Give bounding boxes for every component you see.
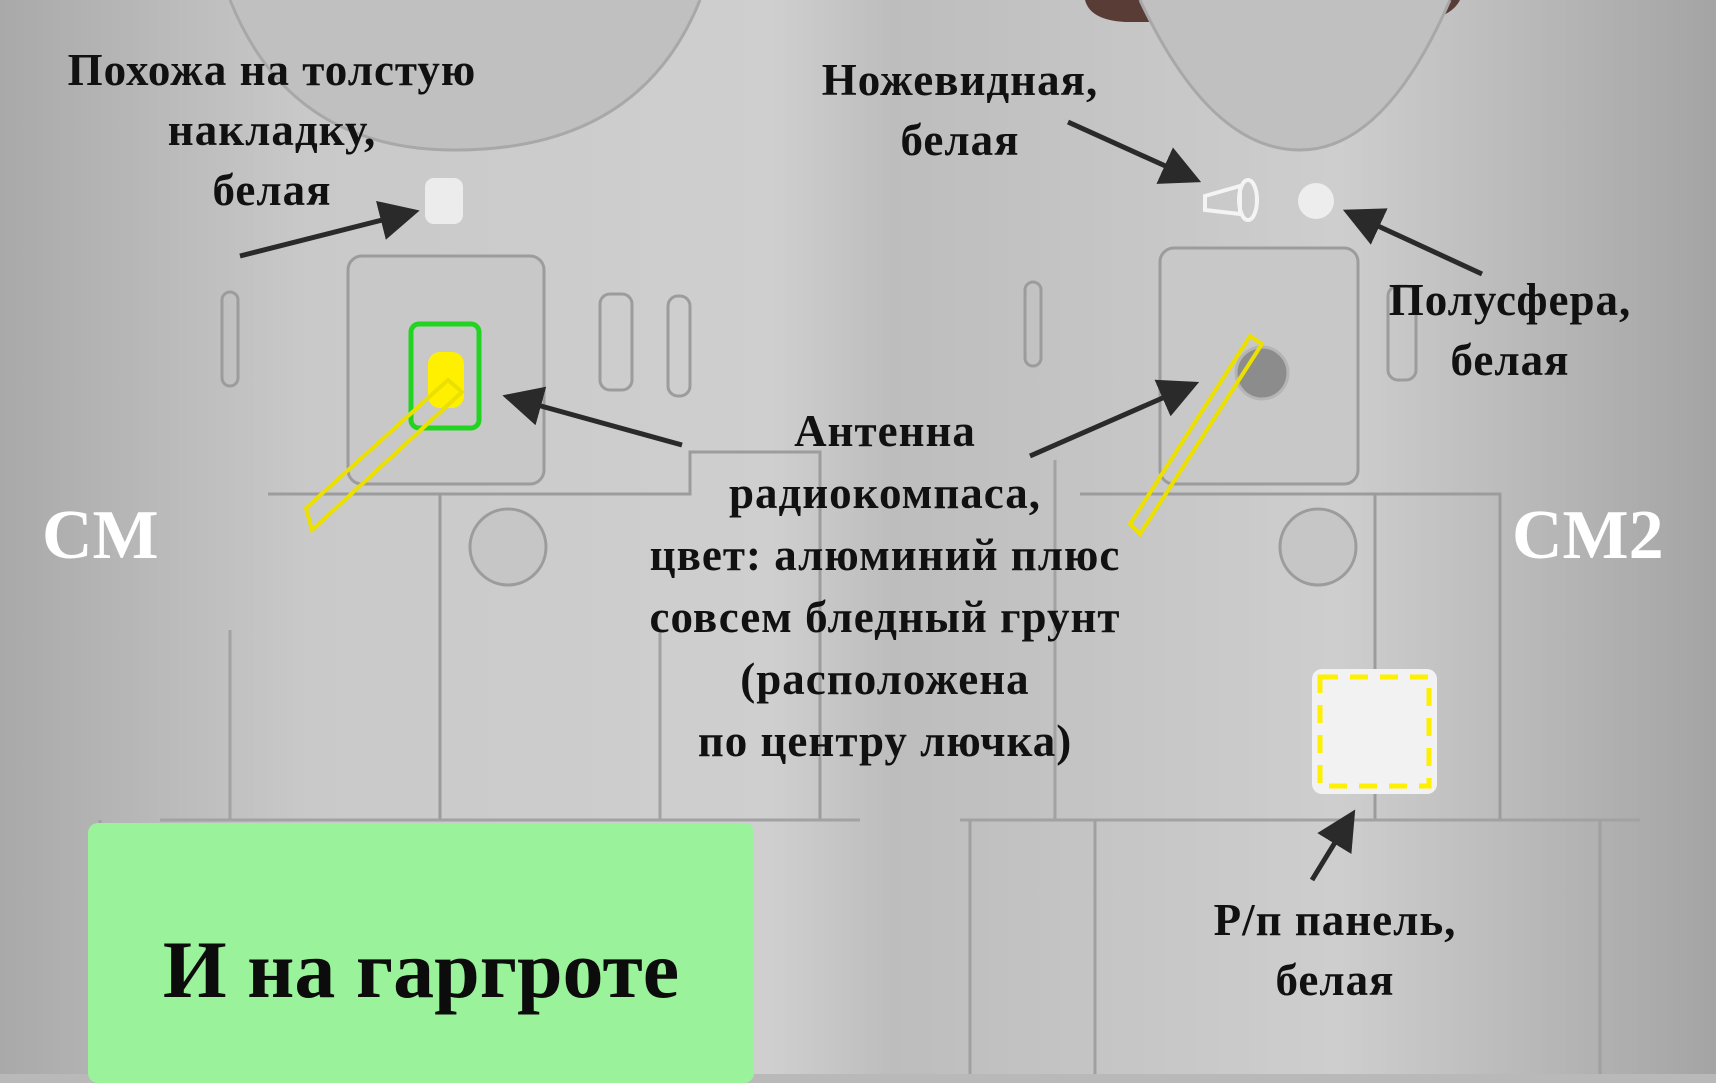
- rp-panel-part: [1312, 669, 1437, 794]
- label-hemisphere-line-1: Полусфера,: [1340, 270, 1680, 330]
- hemisphere-part: [1298, 183, 1334, 219]
- label-rp-panel-line-1: Р/п панель,: [1170, 890, 1500, 950]
- label-thick-overlay-line-3: белая: [22, 160, 522, 220]
- right-round-port: [1280, 509, 1356, 585]
- label-rp-panel-line-2: белая: [1170, 950, 1500, 1010]
- label-thick-overlay: Похожа на толстую накладку, белая: [22, 40, 522, 220]
- label-antenna-line-1: Антенна: [585, 400, 1185, 462]
- label-antenna-line-4: совсем бледный грунт: [585, 586, 1185, 648]
- label-thick-overlay-line-1: Похожа на толстую: [22, 40, 522, 100]
- gargrot-callout-text: И на гаргроте: [88, 920, 754, 1020]
- label-antenna: Антенна радиокомпаса, цвет: алюминий плю…: [585, 400, 1185, 772]
- label-hemisphere: Полусфера, белая: [1340, 270, 1680, 390]
- label-antenna-line-2: радиокомпаса,: [585, 462, 1185, 524]
- label-blade: Ножевидная, белая: [770, 50, 1150, 170]
- label-rp-panel: Р/п панель, белая: [1170, 890, 1500, 1010]
- label-antenna-line-3: цвет: алюминий плюс: [585, 524, 1185, 586]
- label-antenna-line-5: (расположена: [585, 648, 1185, 710]
- model-label-right: СМ2: [1512, 496, 1664, 576]
- left-round-port: [470, 509, 546, 585]
- gargrot-callout-box: И на гаргроте: [88, 823, 754, 1083]
- label-blade-line-1: Ножевидная,: [770, 50, 1150, 110]
- label-blade-line-2: белая: [770, 110, 1150, 170]
- model-label-left: СМ: [42, 496, 159, 576]
- label-hemisphere-line-2: белая: [1340, 330, 1680, 390]
- label-thick-overlay-line-2: накладку,: [22, 100, 522, 160]
- label-antenna-line-6: по центру лючка): [585, 710, 1185, 772]
